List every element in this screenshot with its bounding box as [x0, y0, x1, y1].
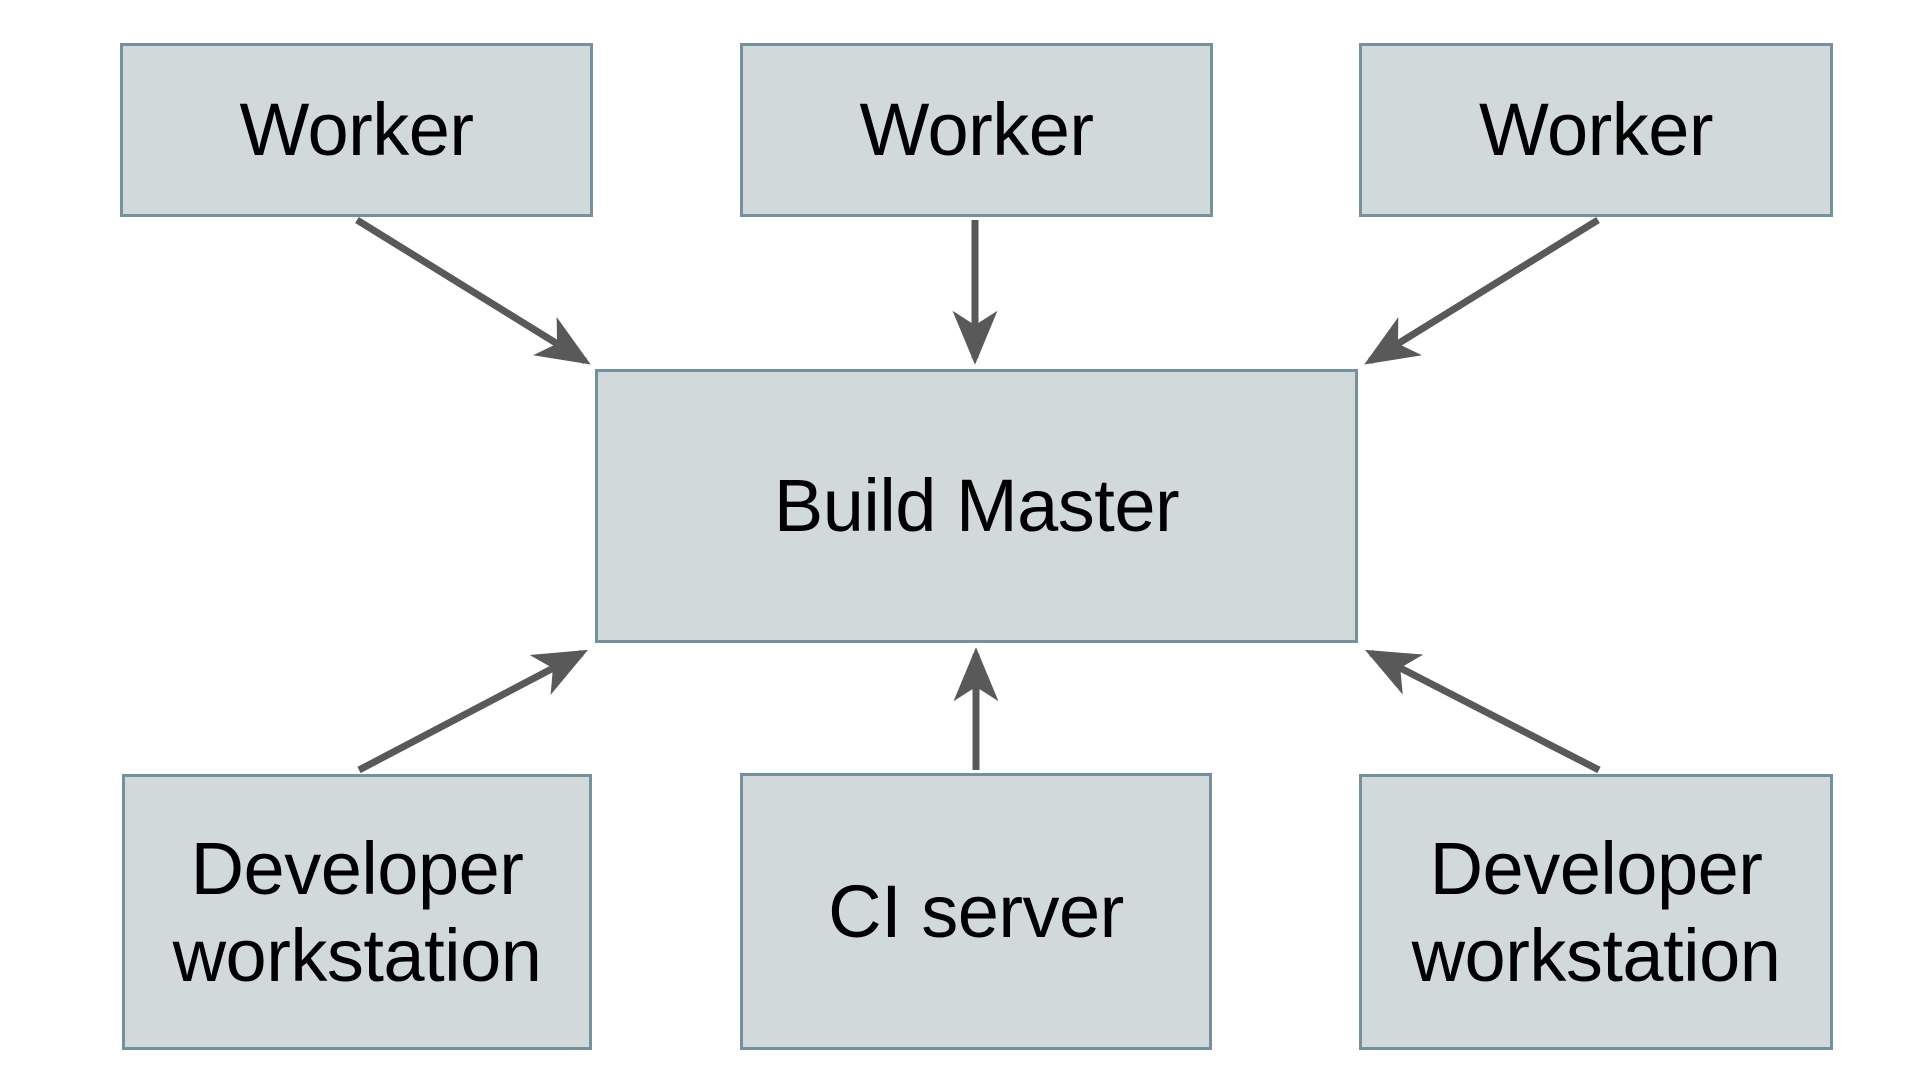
node-worker-1-label: Worker — [239, 88, 474, 172]
node-developer-workstation-2: Developer workstation — [1359, 774, 1833, 1050]
node-worker-2-label: Worker — [859, 88, 1094, 172]
arrow-devworkstation1-to-buildmaster — [357, 649, 588, 774]
node-worker-1: Worker — [120, 43, 593, 217]
arrow-devworkstation2-to-buildmaster — [1364, 649, 1601, 774]
node-build-master: Build Master — [595, 369, 1358, 643]
arrow-worker3-to-buildmaster — [1364, 217, 1600, 365]
arrow-worker1-to-buildmaster — [355, 217, 591, 365]
node-worker-3-label: Worker — [1478, 88, 1714, 172]
node-worker-2: Worker — [740, 43, 1213, 217]
node-developer-workstation-1: Developer workstation — [122, 774, 592, 1050]
node-ci-server-label: CI server — [828, 869, 1124, 953]
node-ci-server: CI server — [740, 773, 1212, 1050]
node-build-master-label: Build Master — [773, 464, 1180, 548]
node-worker-3: Worker — [1359, 43, 1833, 217]
node-developer-workstation-2-label: Developer workstation — [1411, 826, 1781, 997]
node-developer-workstation-1-label: Developer workstation — [172, 826, 542, 997]
